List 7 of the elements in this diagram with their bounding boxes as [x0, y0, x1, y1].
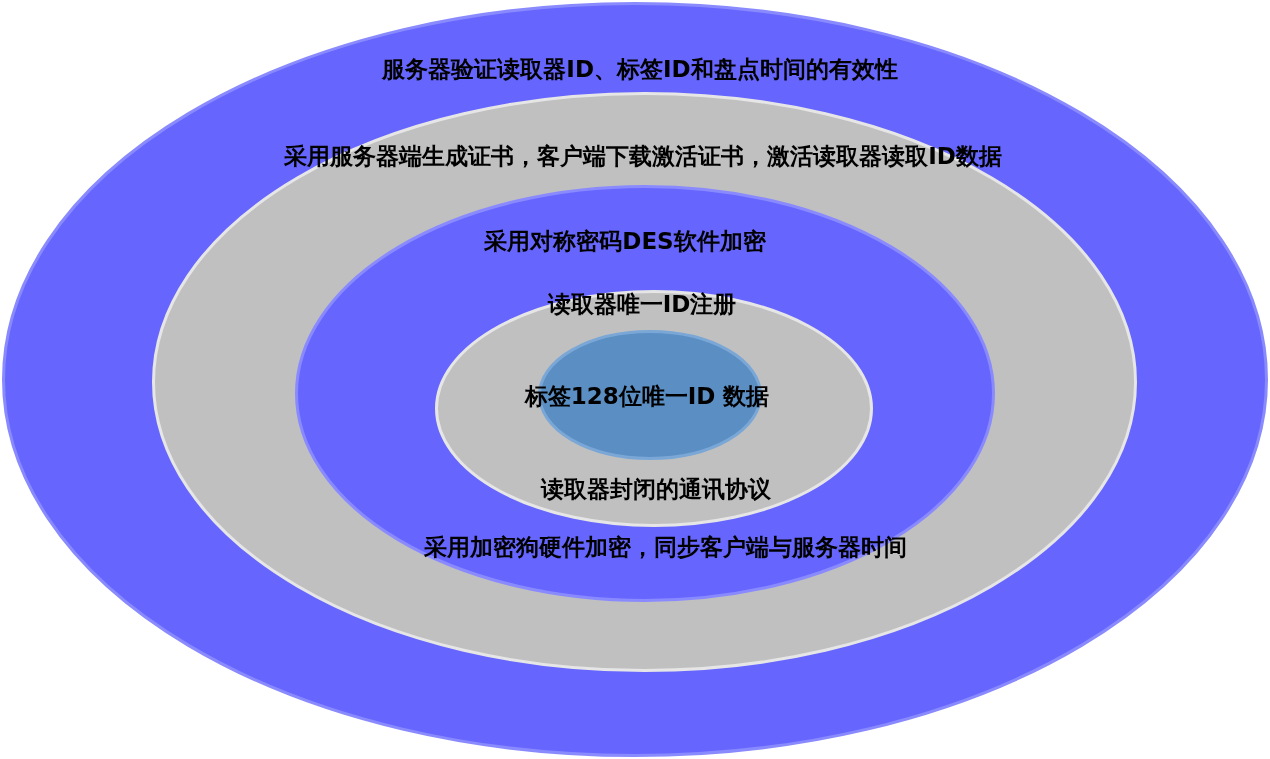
- ring-label: 采用对称密码DES软件加密: [484, 229, 766, 255]
- ring-label: 标签128位唯一ID 数据: [524, 384, 770, 410]
- ring-label: 采用服务器端生成证书，客户端下载激活证书，激活读取器读取ID数据: [284, 144, 1002, 170]
- ring-label: 读取器封闭的通讯协议: [541, 477, 771, 503]
- ring-label: 服务器验证读取器ID、标签ID和盘点时间的有效性: [382, 57, 898, 83]
- ring-label: 读取器唯一ID注册: [547, 292, 737, 318]
- ring-label: 采用加密狗硬件加密，同步客户端与服务器时间: [423, 535, 907, 561]
